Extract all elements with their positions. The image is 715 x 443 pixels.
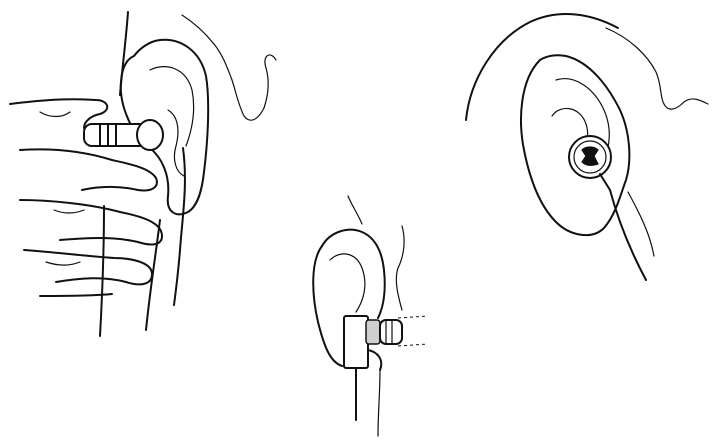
hair-3a xyxy=(606,28,664,104)
ear-top-2 xyxy=(322,230,385,318)
earphone-stem xyxy=(600,174,610,190)
panel-earphone-fit-side-view xyxy=(313,196,428,436)
canal-guide-bottom xyxy=(398,344,428,346)
hair-side-2 xyxy=(396,226,404,310)
ear-inner-2 xyxy=(168,110,184,176)
jaw-line-3 xyxy=(628,192,654,256)
hair-3 xyxy=(264,55,276,108)
knuckle-2 xyxy=(54,210,84,213)
earphone-nozzle xyxy=(366,320,380,344)
neck-line-1 xyxy=(146,220,160,330)
earphone-housing xyxy=(344,316,368,368)
ear-rim-2 xyxy=(313,246,342,366)
panel-earphone-worn xyxy=(466,14,708,280)
head-outline-3 xyxy=(466,14,618,120)
hair-side-1 xyxy=(348,196,362,224)
earphone-side-icon xyxy=(344,316,428,368)
earphone-in-hand-icon xyxy=(84,120,163,150)
canal-guide-top xyxy=(398,316,428,318)
earphone-cable-3 xyxy=(610,190,646,280)
earphone-face-icon xyxy=(569,136,611,190)
hair-3b xyxy=(664,99,708,109)
finger-middle xyxy=(20,200,162,244)
hair-2 xyxy=(232,80,264,120)
neck-line-2 xyxy=(378,370,380,436)
earphone-tip xyxy=(137,120,163,150)
earphone-cable-1 xyxy=(100,206,104,336)
ear-tip xyxy=(380,320,402,344)
panel-hand-inserting-earphone xyxy=(10,12,276,336)
knuckle-1 xyxy=(40,112,70,117)
ear-inner-fold-2 xyxy=(330,254,365,312)
thumb xyxy=(20,149,157,190)
finger-ring xyxy=(24,250,152,284)
knuckle-3 xyxy=(46,262,80,265)
earlobe-2 xyxy=(368,350,381,370)
